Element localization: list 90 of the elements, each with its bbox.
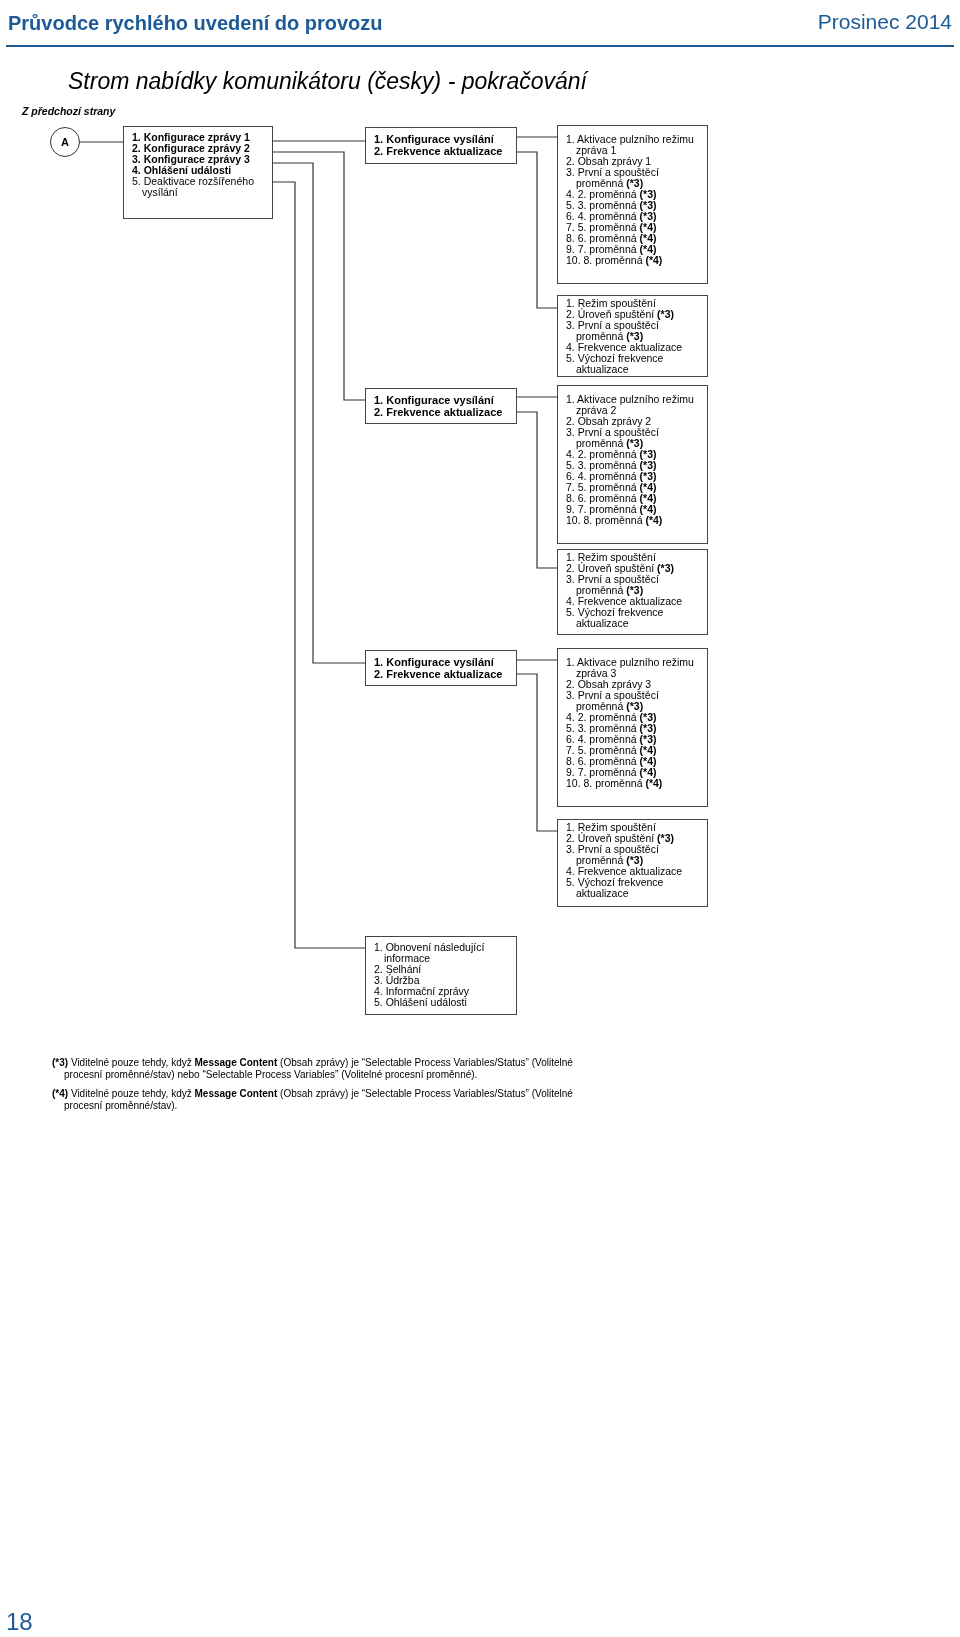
menu-box	[365, 650, 517, 686]
connector-line	[516, 411, 558, 569]
menu-item: 6. 4. proměnná (*3)	[566, 471, 658, 482]
menu-item: 9. 7. proměnná (*4)	[566, 767, 657, 778]
menu-item: 8. 6. proměnná (*4)	[566, 493, 658, 504]
menu-item: 3. První a spouštěcí proměnná (*3)	[566, 167, 660, 189]
menu-box	[123, 126, 273, 219]
menu-item: 4. Informační zprávy	[374, 986, 471, 997]
menu-item: 5. Výchozí frekvence aktualizace	[566, 353, 665, 375]
menu-item: 5. Výchozí frekvence aktualizace	[566, 607, 665, 629]
menu-box	[557, 819, 708, 907]
menu-item: 4. Ohlášení události	[132, 165, 232, 176]
menu-item: 10. 8. proměnná (*4)	[566, 255, 664, 266]
menu-item: 3. První a spouštěcí proměnná (*3)	[566, 574, 659, 596]
menu-item: 10. 8. proměnná (*4)	[566, 778, 664, 789]
menu-item: 2. Úroveň spuštění (*3)	[566, 833, 675, 844]
menu-item: 10. 8. proměnná (*4)	[566, 515, 664, 526]
menu-box	[557, 385, 708, 544]
connector-line	[79, 141, 124, 143]
menu-item: 6. 4. proměnná (*3)	[566, 211, 658, 222]
menu-item: 5. 3. proměnná (*3)	[566, 460, 658, 471]
connector-line	[272, 151, 366, 401]
menu-item: 2. Selhání	[374, 964, 423, 975]
menu-item: 4. Frekvence aktualizace	[566, 596, 684, 607]
menu-item: 4. Frekvence aktualizace	[566, 866, 684, 877]
connector-line	[516, 151, 558, 309]
menu-item: 2. Frekvence aktualizace	[374, 668, 504, 680]
menu-item: 3. První a spouštěcí proměnná (*3)	[566, 690, 660, 712]
menu-box	[365, 127, 517, 164]
menu-item: 2. Obsah zprávy 2	[566, 416, 652, 427]
page-note: Z předchozí strany	[22, 104, 116, 119]
menu-item: 3. První a spouštěcí proměnná (*3)	[566, 844, 659, 866]
menu-item: 3. První a spouštěcí proměnná (*3)	[566, 427, 660, 449]
menu-item: 1. Konfigurace vysílání	[374, 133, 495, 145]
menu-item: 1. Aktivace pulzního režimu zpráva 3	[566, 657, 695, 679]
menu-item: 4. Frekvence aktualizace	[566, 342, 684, 353]
menu-item: 4. 2. proměnná (*3)	[566, 449, 658, 460]
menu-item: 4. 2. proměnná (*3)	[566, 712, 658, 723]
menu-item: 2. Obsah zprávy 3	[566, 679, 652, 690]
menu-item: 1. Konfigurace vysílání	[374, 394, 495, 406]
menu-item: 2. Frekvence aktualizace	[374, 406, 504, 418]
menu-item: 2. Frekvence aktualizace	[374, 145, 504, 157]
menu-item: 1. Aktivace pulzního režimu zpráva 2	[566, 394, 695, 416]
footnote: (*3) Viditelné pouze tehdy, když Message Content (Obsah zprávy) je “Selectable Process Variables/Status” (Volitelné procesní proměnné/stav) nebo “Selectable Process Variables” (Volitelné procesní proměnné).	[52, 1057, 574, 1081]
menu-item: 3. Údržba	[374, 975, 420, 986]
header-title: Průvodce rychlého uvedení do provozu	[8, 11, 383, 36]
menu-item: 8. 6. proměnná (*4)	[566, 756, 658, 767]
menu-box	[557, 125, 708, 284]
menu-item: 5. Výchozí frekvence aktualizace	[566, 877, 665, 899]
footnote: (*4) Viditelné pouze tehdy, když Message Content (Obsah zprávy) je “Selectable Process Variables/Status” (Volitelné procesní proměnné/stav).	[52, 1088, 574, 1112]
menu-item: 2. Úroveň spuštění (*3)	[566, 563, 675, 574]
menu-item: 3. Konfigurace zprávy 3	[132, 154, 251, 165]
menu-item: 5. 3. proměnná (*3)	[566, 723, 658, 734]
menu-item: 1. Režim spouštění	[566, 552, 657, 563]
diagram-title: Strom nabídky komunikátoru (česky) - pokračování	[68, 67, 587, 96]
menu-box	[365, 936, 517, 1015]
menu-box	[557, 549, 708, 635]
menu-item: 9. 7. proměnná (*4)	[566, 504, 657, 515]
menu-item: 6. 4. proměnná (*3)	[566, 734, 658, 745]
menu-item: 9. 7. proměnná (*4)	[566, 244, 657, 255]
connector-line	[516, 659, 558, 661]
menu-item: 1. Konfigurace vysílání	[374, 656, 495, 668]
connector-line	[516, 673, 558, 832]
menu-box	[365, 388, 517, 424]
connector-line	[272, 140, 366, 142]
page-number: 18	[6, 1607, 33, 1637]
menu-box	[557, 648, 708, 807]
menu-item: 8. 6. proměnná (*4)	[566, 233, 658, 244]
connector-line	[516, 396, 558, 398]
header-date: Prosinec 2014	[817, 9, 952, 35]
menu-item: 1. Aktivace pulzního režimu zpráva 1	[566, 134, 695, 156]
menu-item: 1. Konfigurace zprávy 1	[132, 132, 251, 143]
menu-item: 2. Konfigurace zprávy 2	[132, 143, 251, 154]
connector-line	[516, 136, 558, 138]
connector-line	[272, 162, 366, 664]
menu-item: 5. Deaktivace rozšířeného vysílání	[132, 176, 255, 198]
menu-item: 2. Úroveň spuštění (*3)	[566, 309, 675, 320]
menu-item: 7. 5. proměnná (*4)	[566, 482, 658, 493]
menu-item: 1. Obnovení následující informace	[374, 942, 486, 964]
connector-line	[272, 181, 366, 949]
menu-box	[557, 295, 708, 377]
menu-item: 1. Režim spouštění	[566, 822, 657, 833]
menu-item: 3. První a spouštěcí proměnná (*3)	[566, 320, 659, 342]
menu-item: 7. 5. proměnná (*4)	[566, 222, 658, 233]
menu-item: 4. 2. proměnná (*3)	[566, 189, 658, 200]
menu-item: 7. 5. proměnná (*4)	[566, 745, 658, 756]
menu-item: 1. Režim spouštění	[566, 298, 657, 309]
menu-item: 5. 3. proměnná (*3)	[566, 200, 658, 211]
menu-item: 2. Obsah zprávy 1	[566, 156, 652, 167]
menu-item: 5. Ohlášení události	[374, 997, 467, 1008]
